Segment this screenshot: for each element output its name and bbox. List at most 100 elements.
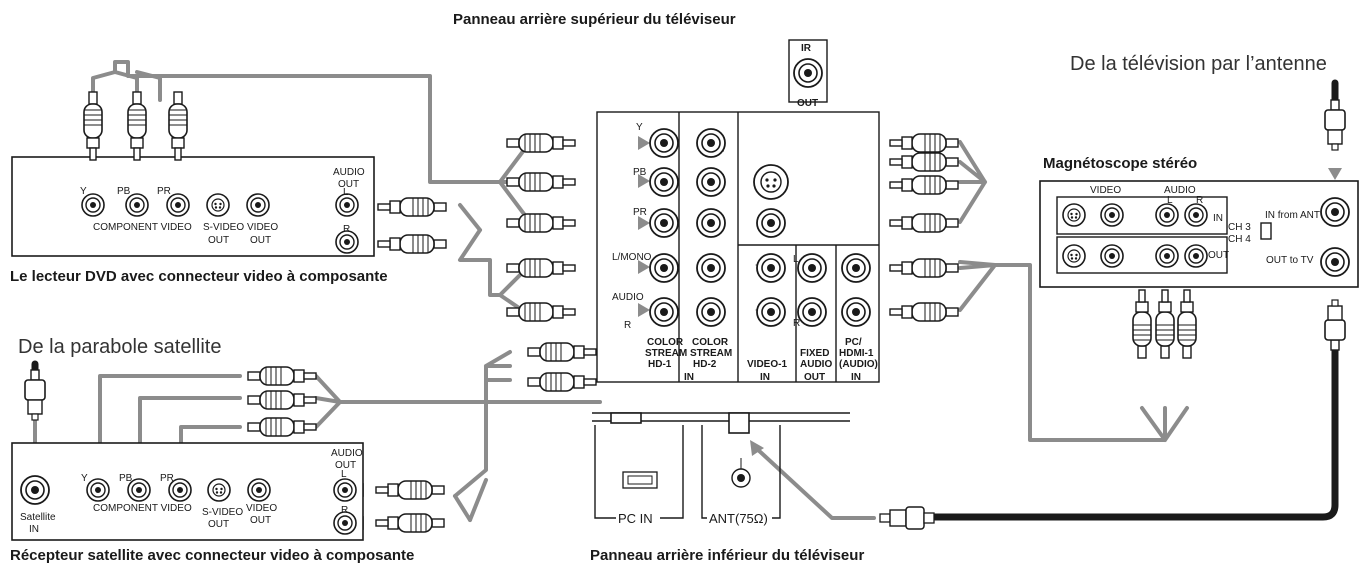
- sat-video-label-2: OUT: [250, 515, 271, 526]
- satellite-receiver: Satellite IN Y PB PR COMPONENT VIDEO S-V…: [11, 442, 364, 541]
- tv-pchdmi-3: (AUDIO): [839, 359, 878, 370]
- tv-lmono-label: L/MONO: [612, 252, 652, 263]
- caption-vcr: Magnétoscope stéréo: [1043, 155, 1197, 172]
- vcr-ch4-label: CH 4: [1228, 234, 1251, 245]
- caption-from-dish: De la parabole satellite: [18, 336, 221, 358]
- vcr-in-from-ant: IN from ANT: [1265, 210, 1320, 221]
- tv-pr-label: PR: [633, 207, 647, 218]
- dvd-player: Y PB PR COMPONENT VIDEO S-VIDEO OUT VIDE…: [11, 156, 375, 257]
- dvd-audio-label-2: OUT: [338, 179, 359, 190]
- sat-l-label: L: [341, 469, 347, 480]
- dvd-svideo-label-1: S-VIDEO: [203, 222, 244, 233]
- tv-cs2-3: HD-2: [693, 359, 717, 370]
- tv-fixed-2: AUDIO: [800, 359, 832, 370]
- ir-out-jack: IR OUT: [788, 39, 828, 109]
- ir-out-label: OUT: [797, 98, 818, 109]
- ant-label: ANT(75Ω): [709, 511, 768, 526]
- vcr-ch3-label: CH 3: [1228, 222, 1251, 233]
- dvd-audio-plug-l: [377, 197, 447, 217]
- tv-y-label: Y: [636, 122, 643, 133]
- dvd-l-label: L: [343, 187, 349, 198]
- vcr-out-label: OUT: [1208, 250, 1229, 261]
- vcr-video-label: VIDEO: [1090, 185, 1121, 196]
- tv-pchdmi-1: PC/: [845, 337, 862, 348]
- sat-svideo-jack: [207, 478, 231, 502]
- caption-from-antenna: De la télévision par l’antenne: [1070, 53, 1327, 75]
- dvd-y-jack: [81, 193, 105, 217]
- caption-tv-lower: Panneau arrière inférieur du téléviseur: [590, 547, 864, 564]
- dvd-svideo-label-2: OUT: [208, 235, 229, 246]
- cables: [31, 60, 1339, 522]
- dvd-pr-jack: [166, 193, 190, 217]
- tv-in-label-1: IN: [684, 372, 694, 383]
- caption-dvd: Le lecteur DVD avec connecteur video à c…: [10, 268, 388, 285]
- sat-component-label: COMPONENT VIDEO: [93, 503, 192, 514]
- ir-label: IR: [801, 43, 812, 54]
- sat-svideo-label-1: S-VIDEO: [202, 507, 243, 518]
- pc-in-label: PC IN: [618, 511, 653, 526]
- dvd-pr-plug: [168, 91, 188, 161]
- sat-in-label-1: Satellite: [20, 512, 56, 523]
- dvd-component-label: COMPONENT VIDEO: [93, 222, 192, 233]
- dvd-audio-label-1: AUDIO: [333, 167, 365, 178]
- dvd-pb-plug: [127, 91, 147, 161]
- sat-audio-plug-l: [375, 480, 445, 500]
- sat-video-jack: [247, 478, 271, 502]
- dvd-r-label: R: [343, 224, 350, 235]
- dvd-pb-label: PB: [117, 186, 131, 197]
- sat-y-jack: [86, 478, 110, 502]
- sat-video-label-1: VIDEO: [246, 503, 277, 514]
- dvd-y-label: Y: [80, 186, 87, 197]
- vcr-audio-label: AUDIO: [1164, 185, 1196, 196]
- sat-svideo-label-2: OUT: [208, 519, 229, 530]
- tv-cs1-1: COLOR: [647, 337, 684, 348]
- dvd-pb-jack: [125, 193, 149, 217]
- tv-cs2-2: STREAM: [690, 348, 732, 359]
- dvd-video-jack: [246, 193, 270, 217]
- sat-audio-label-1: AUDIO: [331, 448, 363, 459]
- sat-audio-l-jack: [333, 478, 357, 502]
- tv-audio-label: AUDIO: [612, 292, 644, 303]
- sat-y-plug: [247, 366, 317, 386]
- tv-l-label: L: [793, 254, 799, 265]
- sat-pb-plug: [247, 390, 317, 410]
- tv-in-label-2: IN: [760, 372, 770, 383]
- tv-out-label: OUT: [804, 372, 825, 383]
- sat-pr-label: PR: [160, 473, 174, 484]
- sat-audio-plug-r: [375, 513, 445, 533]
- tv-r-label: R: [624, 320, 631, 331]
- dvd-video-label-2: OUT: [250, 235, 271, 246]
- tv-upper-panel: Y PB PR L/MONO AUDIO R L R COLOR STREAM …: [596, 111, 880, 383]
- dvd-svideo-jack: [206, 193, 230, 217]
- tv-r2-label: R: [793, 318, 800, 329]
- tv-pchdmi-2: HDMI-1: [839, 348, 874, 359]
- tv-lower-panel: PC IN ANT(75Ω): [592, 412, 850, 526]
- tv-video1-label: VIDEO-1: [747, 359, 787, 370]
- sat-audio-label-2: OUT: [335, 460, 356, 471]
- tv-cs1-2: STREAM: [645, 348, 687, 359]
- satellite-in-jack: [20, 475, 50, 505]
- dvd-video-label-1: VIDEO: [247, 222, 278, 233]
- dish-coax-plug: [24, 369, 46, 421]
- tv-pb-label: PB: [633, 167, 647, 178]
- tv-cs2-1: COLOR: [692, 337, 729, 348]
- dvd-audio-plug-r: [377, 234, 447, 254]
- caption-satellite: Récepteur satellite avec connecteur vide…: [10, 547, 414, 564]
- sat-pr-plug: [247, 417, 317, 437]
- vcr-in-label: IN: [1213, 213, 1223, 224]
- vcr-r-label: R: [1196, 195, 1203, 206]
- caption-tv-upper: Panneau arrière supérieur du téléviseur: [453, 11, 736, 28]
- dvd-y-plug: [83, 91, 103, 161]
- tv-cs1-3: HD-1: [648, 359, 672, 370]
- vcr-out-to-tv: OUT to TV: [1266, 255, 1314, 266]
- sat-in-label-2: IN: [29, 524, 39, 535]
- ant-coax-plug: [879, 506, 935, 530]
- sat-r-label: R: [341, 505, 348, 516]
- vcr: VIDEO AUDIO L R IN OUT CH 3 CH 4 IN from…: [1039, 180, 1359, 288]
- sat-y-label: Y: [81, 473, 88, 484]
- vcr-l-label: L: [1167, 195, 1173, 206]
- tv-fixed-1: FIXED: [800, 348, 829, 359]
- dvd-pr-label: PR: [157, 186, 171, 197]
